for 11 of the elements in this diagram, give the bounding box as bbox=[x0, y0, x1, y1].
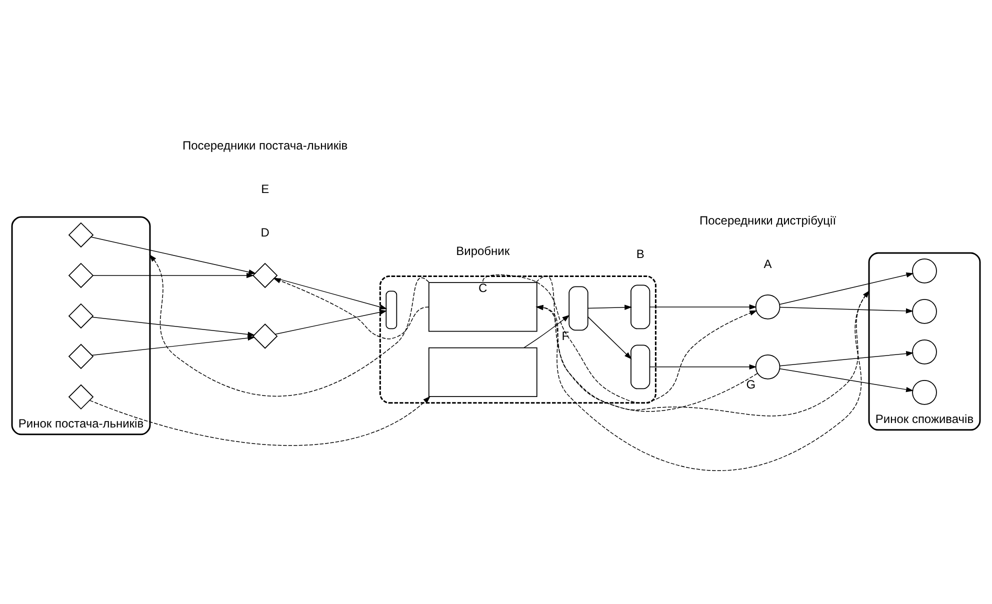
node-label: Ринок споживачів bbox=[875, 412, 974, 426]
label: A bbox=[764, 256, 772, 271]
node-label: Ринок постача-льників bbox=[18, 416, 144, 431]
label: Посередники дистрібуції bbox=[700, 213, 836, 228]
label: Виробник bbox=[456, 244, 510, 258]
label: Посередники постача-льників bbox=[182, 138, 348, 152]
node-label: F bbox=[562, 328, 570, 343]
node-label: G bbox=[746, 378, 756, 392]
label: D bbox=[260, 225, 270, 240]
label: E bbox=[261, 182, 270, 196]
label: B bbox=[636, 247, 644, 262]
